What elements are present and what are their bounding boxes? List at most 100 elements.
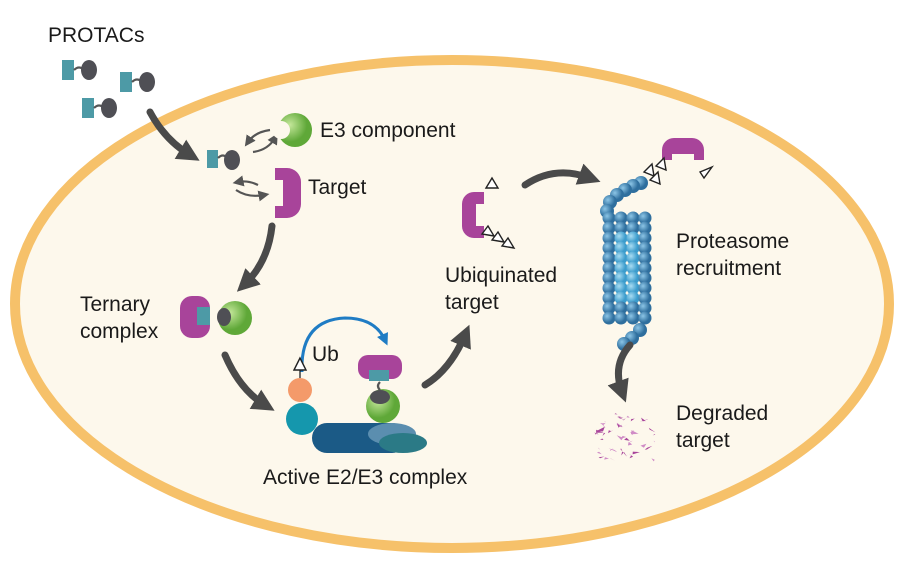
arrow-to-active-complex (221, 351, 275, 411)
proteasome-subunit (626, 251, 640, 265)
proteasome-subunit (626, 311, 640, 325)
proteasome-subunit (602, 291, 616, 305)
proteasome-subunit (602, 251, 616, 265)
proteasome-subunit (602, 311, 616, 325)
target-protein-icon (275, 168, 301, 218)
fragment (653, 440, 655, 446)
degraded-label-1: Degraded (676, 402, 768, 425)
proteasome-subunit (626, 271, 640, 285)
fragment (598, 456, 605, 459)
ubiquinated-target-icon (462, 176, 516, 249)
proteasome-subunit (614, 221, 628, 235)
ub-label: Ub (312, 343, 339, 366)
fragment (648, 427, 656, 433)
fragment (622, 418, 626, 421)
target-label: Target (308, 176, 367, 199)
equilibrium-arrow-e3-back (252, 133, 278, 154)
proteasome-subunit (602, 221, 616, 235)
proteasome-subunit (626, 281, 640, 295)
proteasome-icon (600, 176, 652, 351)
arrow-to-ternary (236, 222, 276, 292)
proteasome-subunit (626, 211, 640, 225)
proteasome-subunit (626, 241, 640, 255)
ternary-complex-icon (180, 296, 252, 338)
ubiquinated-label-2: target (445, 291, 499, 314)
degraded-label-2: target (676, 429, 730, 452)
fragment (632, 451, 640, 455)
fragment (608, 429, 614, 434)
proteasome-subunit (638, 281, 652, 295)
proteasome-subunit (614, 261, 628, 275)
proteasome-subunit (614, 311, 628, 325)
ternary-complex-label-1: Ternary (80, 293, 151, 316)
proteasome-subunit (614, 291, 628, 305)
e3-component-label: E3 component (320, 119, 456, 142)
fragment (622, 424, 629, 427)
protacs-label: PROTACs (48, 24, 144, 47)
fragment (626, 415, 630, 418)
proteasome-subunit (602, 271, 616, 285)
equilibrium-arrow-target-back (235, 189, 270, 202)
fragment (620, 448, 623, 451)
proteasome-subunit (614, 241, 628, 255)
degraded-target-fragments-icon (594, 413, 656, 462)
proteasome-subunit (626, 261, 640, 275)
proteasome-subunit (638, 221, 652, 235)
proteasome-subunit (638, 311, 652, 325)
fragment (610, 458, 615, 461)
proteasome-subunit (614, 301, 628, 315)
ubiquinated-label-1: Ubiquinated (445, 264, 557, 287)
active-e2-e3-complex-icon (286, 316, 427, 453)
proteasome-target-icon (642, 138, 715, 186)
fragment (594, 432, 599, 435)
proteasome-label-2: recruitment (676, 257, 781, 280)
proteasome-subunit (638, 291, 652, 305)
equilibrium-arrow-e3 (244, 128, 271, 147)
fragment (616, 435, 624, 441)
proteasome-subunit (614, 281, 628, 295)
fragment (617, 423, 622, 428)
fragment (640, 420, 642, 422)
proteasome-subunit (638, 211, 652, 225)
proteasome-subunit (626, 291, 640, 305)
fragment (600, 438, 604, 440)
protac-inside (207, 150, 240, 170)
arrow-to-ubiquinated (421, 324, 471, 389)
proteasome-subunit (626, 221, 640, 235)
fragment (629, 440, 633, 443)
fragment (596, 451, 602, 455)
proteasome-subunit (602, 281, 616, 295)
proteasome-subunit (638, 231, 652, 245)
fragment (651, 458, 655, 462)
fragment (630, 429, 639, 435)
proteasome-subunit (614, 211, 628, 225)
proteasome-subunit (638, 241, 652, 255)
fragment (644, 418, 649, 421)
fragment (608, 448, 617, 453)
fragment (624, 437, 630, 441)
fragment (616, 422, 624, 428)
arrow-to-proteasome (521, 163, 601, 189)
fragment (597, 426, 605, 432)
proteasome-subunit (602, 301, 616, 315)
active-complex-label: Active E2/E3 complex (263, 466, 468, 489)
fragment (617, 416, 624, 420)
protac-molecules (62, 60, 155, 118)
fragment (604, 421, 606, 423)
proteasome-subunit (602, 211, 616, 225)
proteasome-subunit (614, 251, 628, 265)
fragment (630, 418, 635, 422)
fragment (604, 457, 609, 460)
proteasome-subunit (614, 271, 628, 285)
proteasome-subunit (638, 251, 652, 265)
proteasome-subunit (638, 271, 652, 285)
fragment (602, 432, 606, 436)
proteasome-subunit (626, 231, 640, 245)
fragment (644, 445, 653, 450)
fragment (621, 451, 627, 457)
ternary-complex-label-2: complex (80, 320, 159, 343)
proteasome-subunit (626, 301, 640, 315)
proteasome-subunit (638, 301, 652, 315)
proteasome-label-1: Proteasome (676, 230, 789, 253)
